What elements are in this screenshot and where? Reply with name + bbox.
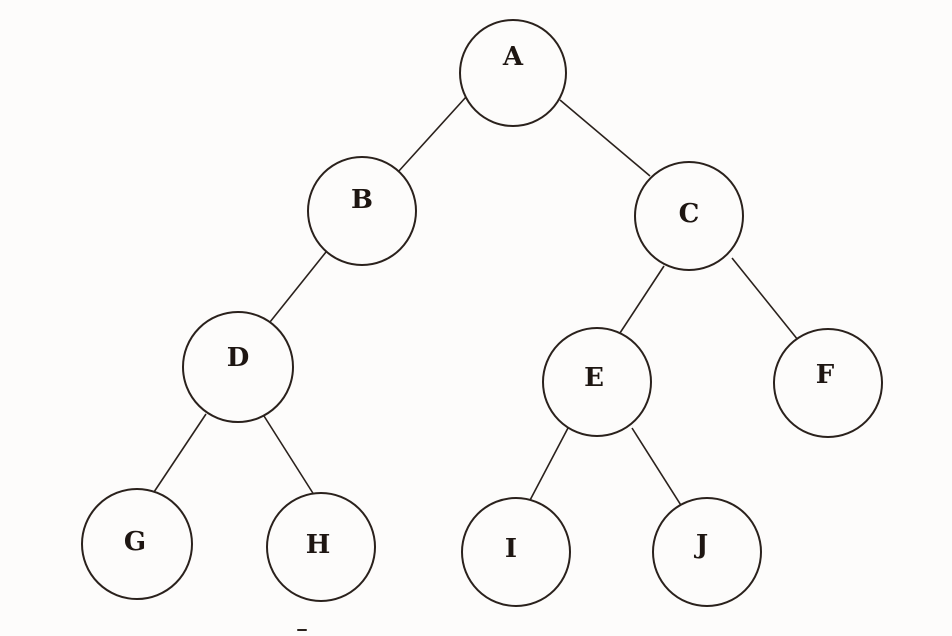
node-c-label: C <box>679 199 700 229</box>
node-d: D <box>182 311 294 423</box>
node-d-label: D <box>227 343 250 373</box>
node-j: J <box>652 497 762 607</box>
node-f-label: F <box>816 360 835 390</box>
node-b: B <box>307 156 417 266</box>
node-i: I <box>461 497 571 607</box>
edge-d-h <box>263 415 317 499</box>
node-j-circle <box>652 497 762 607</box>
edges-group <box>149 96 799 511</box>
node-h-label: H <box>306 530 331 560</box>
node-g: G <box>81 488 193 600</box>
node-f-circle <box>773 328 883 438</box>
node-g-circle <box>81 488 193 600</box>
node-h: H <box>266 492 376 602</box>
node-b-circle <box>307 156 417 266</box>
node-a: A <box>459 19 567 127</box>
node-d-circle <box>182 311 294 423</box>
node-f: F <box>773 328 883 438</box>
edge-e-i <box>527 427 569 505</box>
node-a-label: A <box>502 42 524 72</box>
node-e-label: E <box>584 363 604 393</box>
node-i-circle <box>461 497 571 607</box>
edge-c-f <box>731 257 799 341</box>
node-a-circle <box>459 19 567 127</box>
node-b-label: B <box>351 185 373 215</box>
node-e-circle <box>542 327 652 437</box>
edge-b-d <box>269 251 327 323</box>
node-e: E <box>542 327 652 437</box>
node-h-circle <box>266 492 376 602</box>
node-i-label: I <box>505 534 517 564</box>
node-c-circle <box>634 161 744 271</box>
edge-d-g <box>149 413 207 499</box>
node-c: C <box>634 161 744 271</box>
node-j-label: J <box>694 530 708 560</box>
edge-a-b <box>397 96 467 173</box>
node-g-label: G <box>124 527 146 557</box>
edge-a-c <box>559 99 651 177</box>
edge-e-j <box>631 427 685 511</box>
edge-c-e <box>617 265 665 337</box>
